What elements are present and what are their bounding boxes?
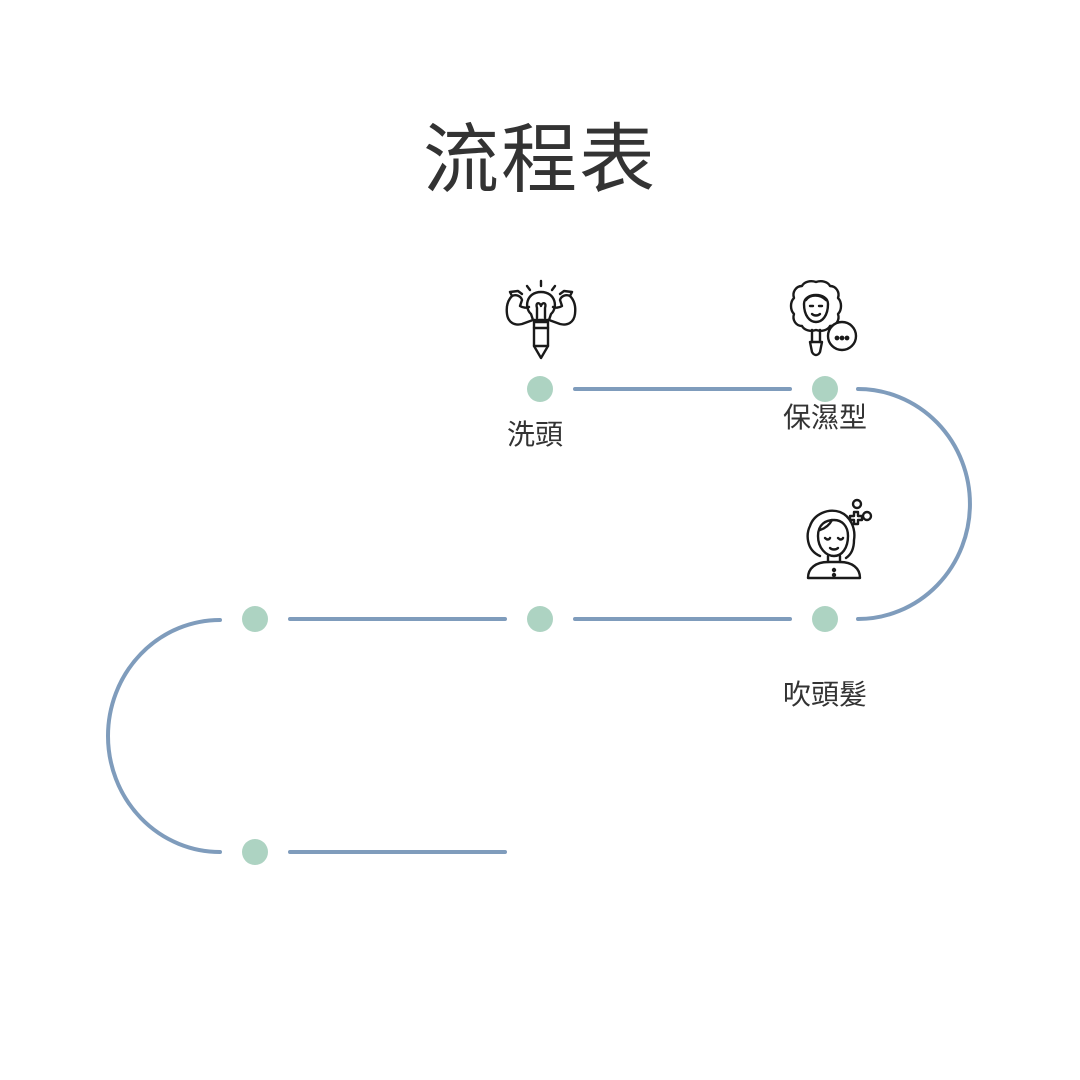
node-dot: [242, 606, 268, 632]
step-label-blow-dry: 吹頭髮: [782, 678, 867, 711]
connector-curve-right: [856, 387, 972, 621]
step-label-wash-hair: 洗頭: [506, 418, 563, 451]
node-dot: [242, 839, 268, 865]
path-nodes: [242, 376, 838, 865]
step-label-moisturize: 保濕型: [782, 401, 867, 434]
node-dot: [527, 376, 553, 402]
connector-curve-left: [106, 618, 222, 854]
woman-face-icon: [806, 498, 873, 580]
node-dot: [527, 606, 553, 632]
lightbulb-pencil-icon: [505, 279, 577, 360]
path-lines: [106, 387, 972, 854]
node-dot: [812, 376, 838, 402]
page-title: 流程表: [423, 115, 657, 204]
mirror-face-icon: [789, 280, 858, 357]
node-dot: [812, 606, 838, 632]
